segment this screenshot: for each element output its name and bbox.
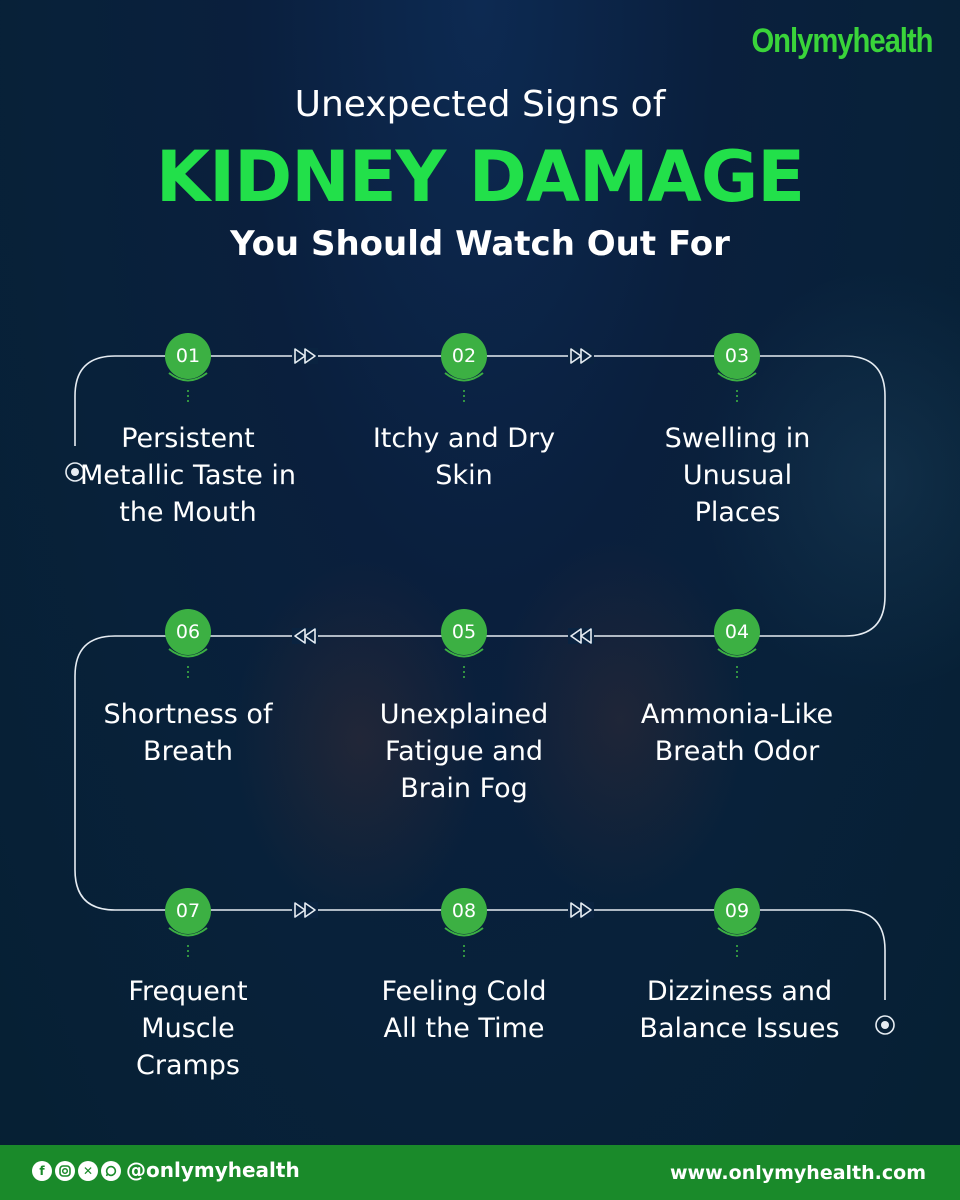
brand-logo: Onlymyhealth <box>751 22 933 60</box>
step-text-05: Unexplained Fatigue and Brain Fog <box>379 699 549 804</box>
badge-ring-decoration <box>168 648 208 678</box>
badge-ring-decoration <box>444 927 484 957</box>
step-text-06: Shortness of Breath <box>103 699 273 767</box>
whatsapp-icon[interactable] <box>101 1161 121 1181</box>
step-text-01: Persistent Metallic Taste in the Mouth <box>80 423 296 528</box>
double-arrow-icon <box>568 628 594 644</box>
step-badge-01: 01 <box>165 333 211 379</box>
step-badge-09: 09 <box>714 888 760 934</box>
end-marker <box>875 1015 895 1035</box>
facebook-icon[interactable]: f <box>32 1161 52 1181</box>
instagram-icon[interactable] <box>55 1161 75 1181</box>
step-text-09: Dizziness and Balance Issues <box>639 976 840 1044</box>
step-text-03: Swelling in Unusual Places <box>664 423 811 528</box>
badge-ring-decoration <box>717 648 757 678</box>
step-badge-02: 02 <box>441 333 487 379</box>
double-arrow-icon <box>568 902 594 918</box>
badge-ring-decoration <box>717 927 757 957</box>
step-badge-05: 05 <box>441 609 487 655</box>
title-main: KIDNEY DAMAGE <box>155 136 805 218</box>
website-link[interactable]: www.onlymyhealth.com <box>669 1162 926 1184</box>
badge-ring-decoration <box>168 372 208 402</box>
badge-ring-decoration <box>168 927 208 957</box>
badge-ring-decoration <box>444 648 484 678</box>
step-badge-08: 08 <box>441 888 487 934</box>
step-badge-07: 07 <box>165 888 211 934</box>
step-badge-04: 04 <box>714 609 760 655</box>
step-badge-06: 06 <box>165 609 211 655</box>
step-text-07: Frequent Muscle Cramps <box>128 976 248 1081</box>
social-icons: f ✕ <box>32 1161 121 1181</box>
double-arrow-icon <box>292 628 318 644</box>
step-text-04: Ammonia-Like Breath Odor <box>640 699 834 767</box>
step-text-02: Itchy and Dry Skin <box>372 423 556 491</box>
badge-ring-decoration <box>717 372 757 402</box>
title-line-3: You Should Watch Out For <box>230 224 730 264</box>
double-arrow-icon <box>568 348 594 364</box>
social-handle[interactable]: @onlymyhealth <box>126 1158 300 1182</box>
double-arrow-icon <box>292 348 318 364</box>
badge-ring-decoration <box>444 372 484 402</box>
start-marker <box>65 462 85 482</box>
footer-bar <box>0 1145 960 1200</box>
x-icon[interactable]: ✕ <box>78 1161 98 1181</box>
step-text-08: Feeling Cold All the Time <box>381 976 547 1044</box>
step-badge-03: 03 <box>714 333 760 379</box>
double-arrow-icon <box>292 902 318 918</box>
title-line-1: Unexpected Signs of <box>294 84 666 125</box>
